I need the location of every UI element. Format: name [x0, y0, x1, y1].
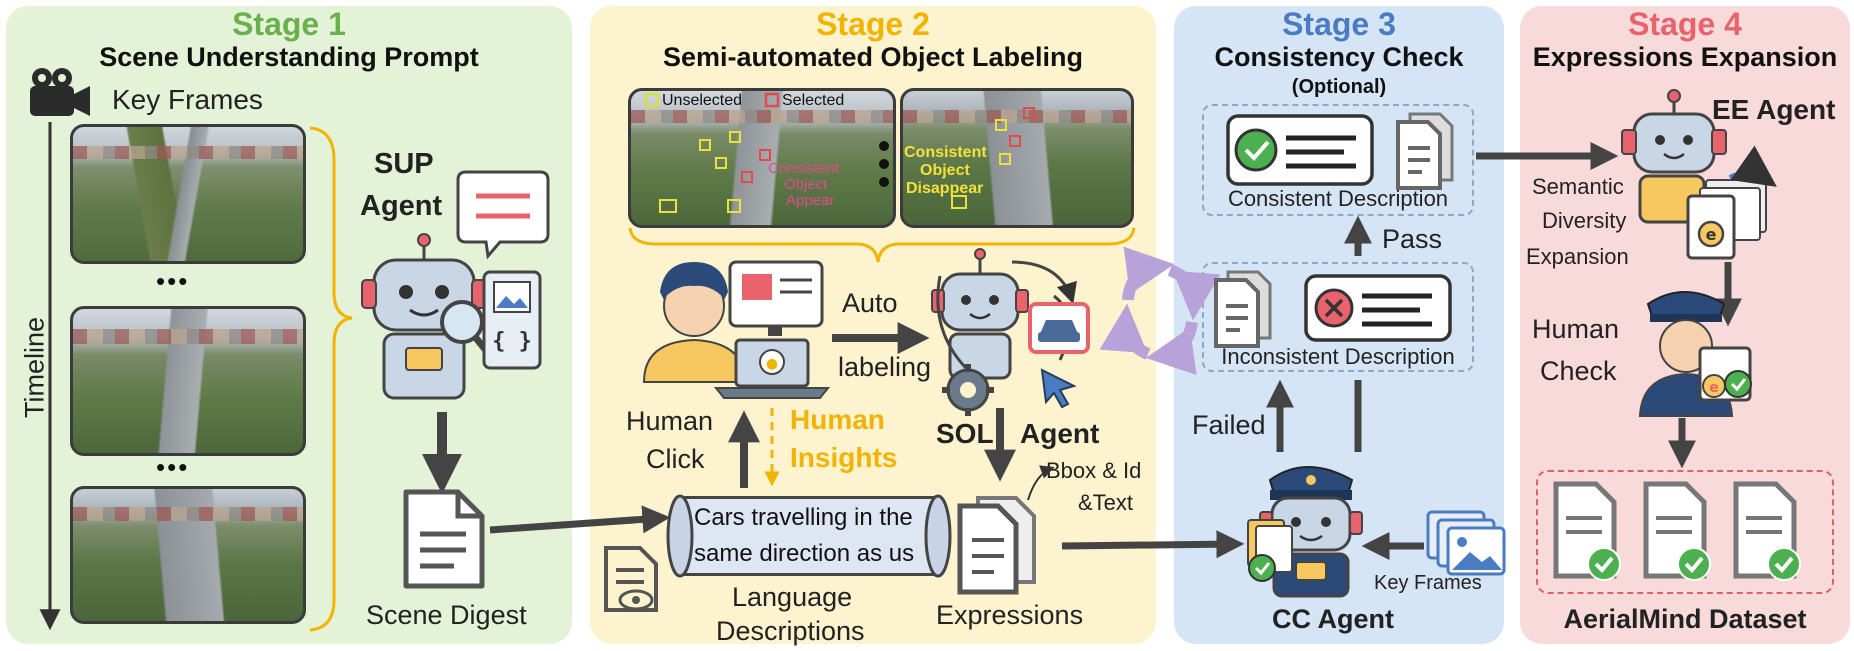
sup-agent-label-1: SUP [374, 148, 434, 180]
stage4-title: Stage 4 [1628, 6, 1742, 42]
expanded-docs-icon: e [1686, 145, 1777, 260]
key-frame-3 [70, 486, 306, 624]
human-annotator-icon [642, 262, 748, 383]
semantic-label-1: Semantic [1532, 174, 1624, 199]
digest-to-scroll-arrow [489, 505, 671, 534]
dataset-label: AerialMind Dataset [1563, 604, 1807, 634]
ellipsis-2: ••• [156, 452, 190, 482]
svg-text:e: e [1709, 380, 1719, 396]
cc-docs-icon [1247, 519, 1293, 582]
failed-label: Failed [1192, 410, 1266, 440]
stage3-title: Stage 3 [1282, 6, 1396, 42]
stage1-subtitle: Scene Understanding Prompt [99, 42, 479, 72]
frame2-bboxes [951, 107, 1035, 209]
frames-separator-dot-1 [879, 141, 889, 151]
dataset-doc-2 [1643, 481, 1711, 581]
sol-agent-robot-icon [931, 248, 1029, 380]
labeling-frames-bracket [628, 227, 1136, 263]
stage1-title: Stage 1 [232, 6, 346, 42]
camera-icon [30, 68, 90, 116]
inconsistent-card-icon [1304, 274, 1452, 342]
inconsistent-doc-icon [1214, 270, 1272, 348]
gear-icon [942, 364, 994, 416]
image-code-card-icon: { } [482, 270, 542, 370]
labeling-frame-2 [900, 88, 1134, 228]
expressions-to-cc-arrow [1061, 530, 1245, 559]
dataset-doc-3 [1733, 481, 1801, 581]
human-check-label-1: Human [1532, 314, 1620, 344]
scroll-text-1: Cars travelling in the [694, 504, 913, 531]
feedback-cycle-icon [1099, 246, 1221, 375]
stage2-title: Stage 2 [816, 6, 930, 42]
auto-label: Auto [842, 288, 898, 318]
disappear-label-1: Consistent [904, 144, 987, 161]
bbox-label-1: Bbox & Id [1046, 458, 1142, 483]
legend-selected: Selected [782, 92, 845, 109]
key-frames-label: Key Frames [112, 84, 263, 115]
dataset-box [1536, 470, 1834, 594]
stage4-subtitle: Expressions Expansion [1532, 42, 1838, 72]
cc-agent-label: CC Agent [1272, 604, 1394, 634]
appear-label-3: Appear [786, 192, 835, 209]
bbox-label-2: &Text [1078, 490, 1134, 515]
key-frames-label-stage3: Key Frames [1374, 572, 1482, 594]
scene-digest-document-icon [403, 489, 485, 589]
semantic-label-3: Expansion [1526, 244, 1629, 269]
checked-doc-icon: e [1698, 346, 1752, 402]
key-frames-stack-icon [1426, 510, 1506, 576]
human-click-label-1: Human [626, 406, 714, 436]
ee-agent-label: EE Agent [1712, 94, 1836, 125]
optional-label: (Optional) [1291, 76, 1387, 98]
disappear-label-2: Object [920, 162, 970, 179]
sup-agent-label-2: Agent [360, 190, 443, 222]
expressions-documents-icon [957, 496, 1036, 595]
stage2-subtitle: Semi-automated Object Labeling [662, 42, 1084, 72]
cursor-icon [1040, 368, 1077, 409]
human-click-label-2: Click [646, 444, 705, 474]
key-frame-1 [70, 124, 306, 264]
stage3-subtitle: Consistency Check [1214, 42, 1464, 72]
consistent-doc-icon [1396, 112, 1454, 190]
monitor-icon [728, 260, 824, 336]
frame1-bboxes [659, 131, 771, 213]
expressions-label: Expressions [936, 600, 1084, 630]
scroll-text-2: same direction as us [694, 540, 915, 567]
language-descriptions-label-1: Language [732, 582, 853, 612]
frames-separator-dot-3 [879, 177, 889, 187]
svg-text:{ }: { } [492, 329, 532, 354]
human-insights-label-2: Insights [790, 442, 898, 473]
ellipsis-1: ••• [156, 266, 190, 296]
svg-text:●: ● [766, 356, 778, 372]
key-frame-2 [70, 306, 306, 456]
consistent-box [1202, 104, 1474, 216]
speech-bubble-icon [456, 170, 550, 260]
appear-label-1: Consistent [768, 160, 839, 177]
scene-digest-label: Scene Digest [366, 600, 527, 630]
inconsistent-label: Inconsistent Description [1221, 344, 1455, 369]
consistent-label: Consistent Description [1227, 186, 1449, 211]
keyframes-bracket [309, 126, 353, 632]
semantic-label-2: Diversity [1542, 208, 1627, 233]
sol-agent-label-2: Agent [1020, 418, 1100, 449]
laptop-icon: ● [713, 338, 831, 399]
appear-label-2: Object [784, 176, 828, 193]
human-insights-label-1: Human [790, 404, 885, 435]
pass-label: Pass [1382, 224, 1443, 254]
language-description-icon [604, 546, 658, 612]
labeling-frame-1 [628, 88, 896, 228]
car-detection-icon [1028, 302, 1090, 354]
sol-agent-label-1: SOL [936, 418, 994, 449]
svg-text:e: e [1706, 225, 1717, 244]
labeling-label: labeling [838, 352, 932, 382]
disappear-label-3: Disappear [906, 180, 984, 197]
human-check-label-2: Check [1540, 356, 1617, 386]
consistent-card-icon [1226, 114, 1374, 186]
language-descriptions-label-2: Descriptions [716, 616, 865, 646]
dataset-doc-1 [1553, 481, 1621, 581]
cc-agent-robot-icon [1259, 466, 1363, 598]
frames-separator-dot-2 [879, 159, 889, 169]
legend-unselected: Unselected [662, 92, 743, 109]
